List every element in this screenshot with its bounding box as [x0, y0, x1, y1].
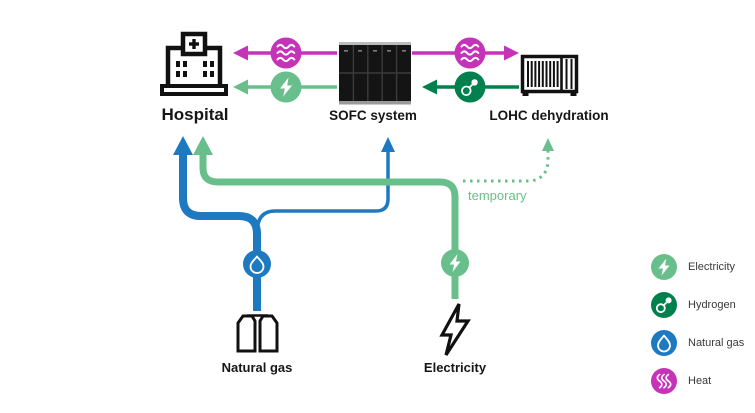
legend-label-hydrogen: Hydrogen — [688, 299, 736, 311]
hydrogen-icon — [651, 292, 677, 318]
lohc-container-icon — [520, 54, 579, 96]
heat-icon — [454, 37, 486, 69]
electricity-bolt-icon — [439, 303, 471, 356]
natural-gas-label: Natural gas — [221, 360, 293, 375]
legend-item-natural-gas: Natural gas — [650, 329, 744, 357]
hospital-label: Hospital — [161, 105, 229, 124]
legend-item-heat: Heat — [650, 367, 744, 395]
lohc-label: LOHC dehydration — [489, 108, 609, 123]
electricity-valve-icon — [441, 249, 469, 277]
legend-label-heat: Heat — [688, 375, 712, 387]
heat-icon — [270, 37, 302, 69]
sofc-system-image — [339, 42, 411, 105]
temporary-annotation: temporary — [468, 188, 527, 203]
legend-item-hydrogen: Hydrogen — [650, 291, 744, 319]
natural-gas-valve-icon — [243, 250, 271, 278]
sofc-label: SOFC system — [329, 108, 417, 123]
flow-electricity-to-hospital — [193, 136, 459, 299]
hospital-icon — [160, 31, 228, 96]
electricity-arrow-sofc-to-hospital — [233, 71, 337, 103]
legend-label-natural-gas: Natural gas — [688, 337, 745, 349]
legend-item-electricity: Electricity — [650, 253, 744, 281]
electricity-label: Electricity — [423, 360, 487, 375]
hydrogen-arrow-lohc-to-sofc — [422, 71, 519, 103]
flow-natural-gas-to-hospital — [173, 136, 261, 311]
flow-electricity-to-lohc-temporary — [463, 138, 554, 183]
legend: Electricity Hydrogen Natural gas — [650, 253, 744, 405]
legend-label-electricity: Electricity — [688, 261, 736, 273]
natural-gas-icon — [651, 330, 677, 356]
electricity-icon — [651, 254, 677, 280]
flow-natural-gas-to-sofc — [255, 137, 395, 234]
natural-gas-tanks-icon — [236, 314, 279, 353]
heat-arrow-sofc-to-lohc — [412, 37, 519, 69]
heat-icon — [651, 368, 677, 394]
heat-arrow-sofc-to-hospital — [233, 37, 337, 69]
